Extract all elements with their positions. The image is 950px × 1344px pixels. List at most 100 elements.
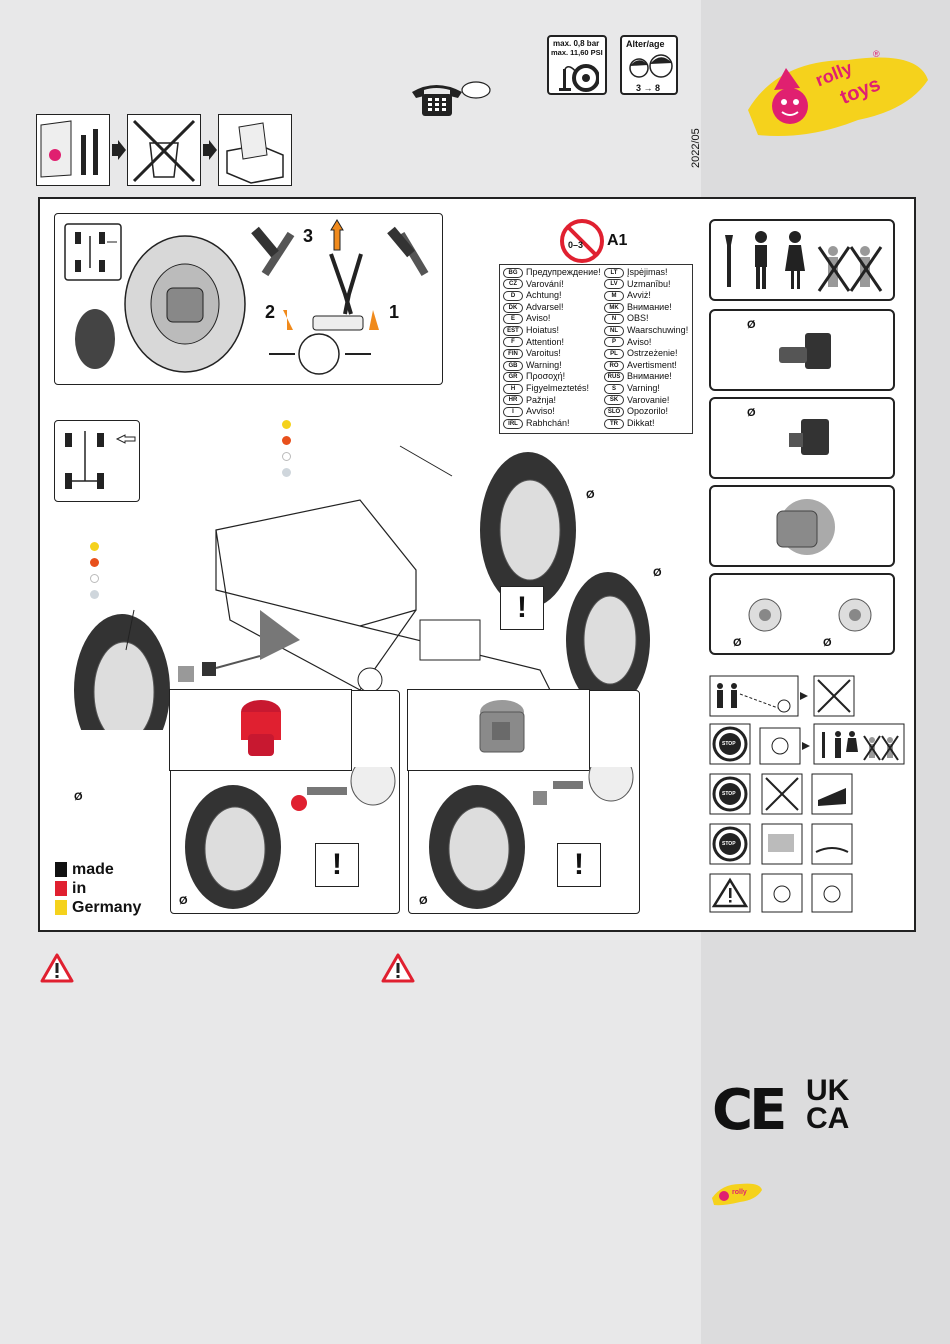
language-warning-text: Varování!	[526, 278, 564, 289]
diameter-label: Ø	[653, 567, 662, 579]
language-code-badge: PL	[604, 348, 624, 359]
diameter-label: Ø	[823, 637, 832, 649]
language-warning-text: Внимание!	[627, 301, 672, 312]
language-warning-text: Waarschuwing!	[627, 324, 689, 335]
language-warning-text: Figyelmeztetés!	[526, 382, 590, 393]
stop-label: STOP	[722, 791, 736, 797]
language-code-badge: M	[604, 290, 624, 301]
language-code-badge: GR	[503, 372, 523, 383]
language-code-badge: I	[503, 406, 523, 417]
language-code-badge: N	[604, 314, 624, 325]
diameter-label: Ø	[733, 637, 742, 649]
made-line1: made	[72, 861, 114, 878]
age-warning-badge: 0–3	[568, 240, 584, 250]
language-code-badge: S	[604, 383, 624, 394]
language-warning-text: Aviso!	[526, 313, 551, 324]
age-badge: Alter/age 3 → 8	[620, 35, 678, 95]
child-faces-icon	[629, 54, 673, 78]
language-warning-text: Avertisment!	[627, 359, 677, 370]
caution-box: !	[557, 843, 601, 887]
red-adapter-callout	[169, 689, 352, 771]
step-1-label: 1	[389, 302, 400, 322]
small-logo-text: rolly	[732, 1189, 747, 1196]
diameter-label: Ø	[747, 407, 756, 419]
language-warning-text: Varoitus!	[526, 348, 561, 359]
rolly-toys-logo	[748, 57, 928, 136]
language-code-badge: H	[503, 383, 523, 394]
hub-assembly-detail: 3 2 1	[54, 213, 443, 385]
language-warning-text: Achtung!	[526, 290, 562, 301]
steering-diagram	[54, 420, 140, 502]
tractor-exploded-illustration	[74, 445, 650, 730]
manual-tools-icon	[40, 120, 98, 178]
hub-cap-part-icon	[776, 499, 835, 555]
ce-mark: CE	[712, 1078, 787, 1143]
language-code-badge: BG	[503, 267, 523, 278]
language-code-badge: MK	[604, 302, 624, 313]
part-washers-panel: Ø Ø	[709, 573, 895, 655]
axle-adapter-part-icon	[779, 333, 831, 369]
language-warning-text: Įspėjimas!	[627, 267, 668, 277]
wheel-with-adapter-illustration	[185, 767, 396, 909]
language-code-badge: SLO	[604, 406, 624, 417]
language-code-badge: E	[503, 314, 523, 325]
color-dot-grey	[90, 590, 99, 599]
language-warning-text: Uzmanību!	[627, 278, 671, 289]
language-code-badge: FIN	[503, 348, 523, 359]
language-code-badge: P	[604, 337, 624, 348]
step-keep-box	[218, 114, 292, 186]
diameter-label: Ø	[419, 895, 428, 907]
date-code: 2022/05	[690, 128, 702, 168]
language-warning-text: Προσοχή!	[526, 371, 566, 382]
color-dot-white	[282, 452, 291, 461]
language-code-badge: EST	[503, 325, 523, 336]
brand-registered: ®	[873, 49, 880, 59]
telephone-icon	[412, 81, 491, 116]
language-warning-text: Pažnja!	[526, 394, 557, 405]
diameter-label: Ø	[586, 489, 595, 501]
made-line3: Germany	[72, 899, 142, 916]
language-warning-text: Opozorilo!	[627, 406, 669, 417]
detail-red-adapter: ! Ø	[169, 689, 400, 914]
wheel-with-hubcap-illustration	[429, 767, 634, 909]
language-code-badge: DK	[503, 302, 523, 313]
age-range: 3 → 8	[636, 83, 661, 93]
ukca-ca: CA	[806, 1102, 850, 1135]
axle-layout-icon	[65, 431, 136, 489]
language-warning-text: Предупреждение!	[526, 267, 601, 277]
language-code-badge: GB	[503, 360, 523, 371]
diameter-label: Ø	[747, 319, 756, 331]
warning-triangle-icon	[40, 953, 74, 983]
language-code-badge: CZ	[503, 279, 523, 290]
crossed-bin-icon	[132, 119, 196, 183]
user-restriction-panel	[709, 219, 895, 301]
made-in-germany: made in Germany	[55, 860, 141, 917]
step-read-manual	[36, 114, 110, 186]
color-dot-orange	[90, 558, 99, 567]
language-warning-text: Varning!	[627, 382, 660, 393]
part-hub-cap-panel	[709, 485, 895, 567]
language-code-badge: F	[503, 337, 523, 348]
step-no-discard	[127, 114, 201, 186]
wrench-adults-no-children-icon	[725, 231, 883, 292]
language-code-badge: LV	[604, 279, 624, 290]
made-line2: in	[72, 880, 87, 897]
